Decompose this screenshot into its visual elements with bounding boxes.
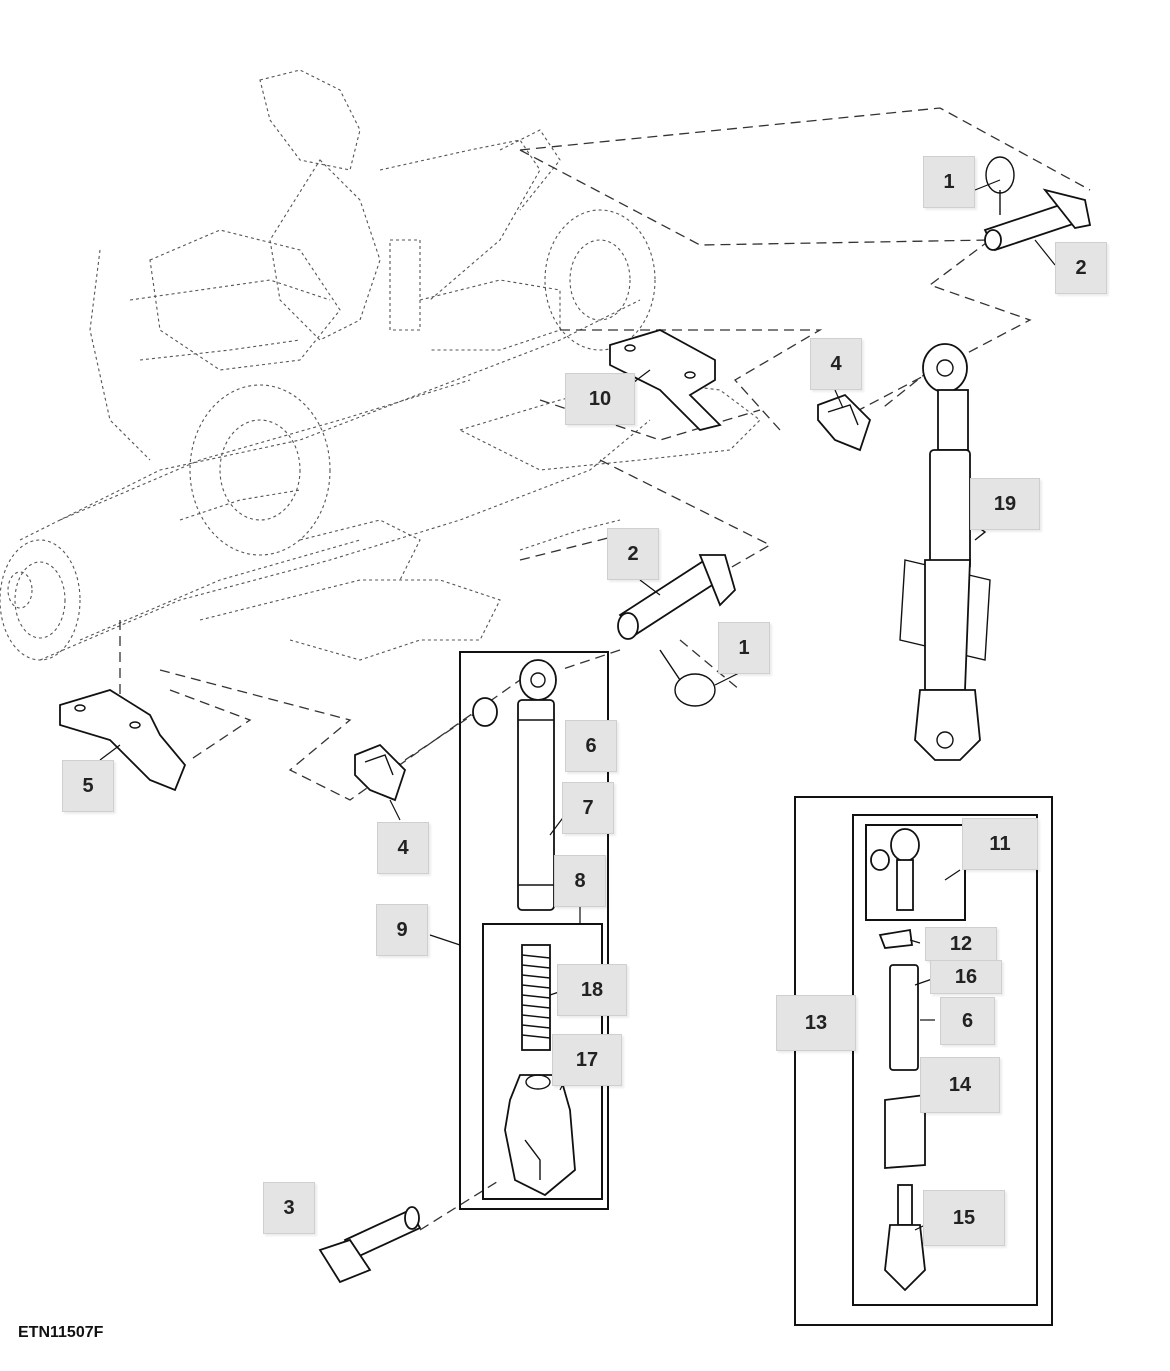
callout-1-lower: 1	[718, 622, 770, 674]
callout-6-right: 6	[940, 997, 995, 1045]
bracket-10	[609, 329, 722, 431]
callout-label: 16	[954, 965, 978, 988]
lynch-pin-lower	[659, 649, 716, 707]
pin-top	[983, 188, 1092, 252]
callout-label: 14	[948, 1073, 972, 1096]
callout-label: 4	[830, 352, 842, 375]
callout-8: 8	[554, 855, 606, 907]
callout-2-top: 2	[1055, 242, 1107, 294]
callout-3: 3	[263, 1182, 315, 1234]
callout-label: 2	[627, 542, 639, 565]
callout-10: 10	[565, 373, 635, 425]
callout-label: 1	[738, 636, 750, 659]
callout-label: 10	[588, 387, 612, 410]
callout-label: 2	[1075, 256, 1087, 279]
callout-14: 14	[920, 1057, 1000, 1113]
callout-1-top: 1	[923, 156, 975, 208]
top-link-kit-9	[459, 651, 609, 1210]
callout-4-top: 4	[810, 338, 862, 390]
callout-label: 7	[582, 796, 594, 819]
bracket-5	[59, 689, 187, 792]
alternate-link-kit-16	[794, 796, 1053, 1326]
figure-id: ETN11507F	[18, 1324, 104, 1341]
callout-18: 18	[557, 964, 627, 1016]
ghosted-axle-housing	[0, 69, 761, 661]
callout-2-lower: 2	[607, 528, 659, 580]
callout-label: 19	[993, 492, 1017, 515]
callout-7: 7	[562, 782, 614, 834]
callout-label: 17	[575, 1048, 599, 1071]
retainer-4-top	[817, 393, 872, 452]
callout-label: 13	[804, 1011, 828, 1034]
pin-lower	[617, 554, 737, 640]
callout-label: 18	[580, 978, 604, 1001]
callout-6-left: 6	[565, 720, 617, 772]
callout-label: 3	[283, 1196, 295, 1219]
callout-label: 12	[949, 932, 973, 955]
callout-label: 5	[82, 774, 94, 797]
callout-17: 17	[552, 1034, 622, 1086]
callout-label: 1	[943, 170, 955, 193]
pin-3	[318, 1206, 422, 1284]
callout-5: 5	[62, 760, 114, 812]
callout-label: 15	[952, 1206, 976, 1229]
callout-11: 11	[962, 818, 1038, 870]
top-link-assembly-19	[899, 343, 991, 761]
callout-16: 13	[776, 995, 856, 1051]
lynch-pin-top	[985, 156, 1015, 215]
callout-label: 9	[396, 918, 408, 941]
callout-label: 4	[397, 836, 409, 859]
callout-label: 8	[574, 869, 586, 892]
callout-15: 15	[923, 1190, 1005, 1246]
callout-9: 9	[376, 904, 428, 956]
callout-4-lower: 4	[377, 822, 429, 874]
callout-label: 6	[585, 734, 597, 757]
callout-19: 19	[970, 478, 1040, 530]
retainer-4-lower	[354, 743, 407, 802]
callout-label: 11	[989, 832, 1011, 855]
callout-13: 16	[930, 960, 1002, 994]
callout-label: 6	[961, 1009, 974, 1032]
callout-12: 12	[925, 927, 997, 961]
